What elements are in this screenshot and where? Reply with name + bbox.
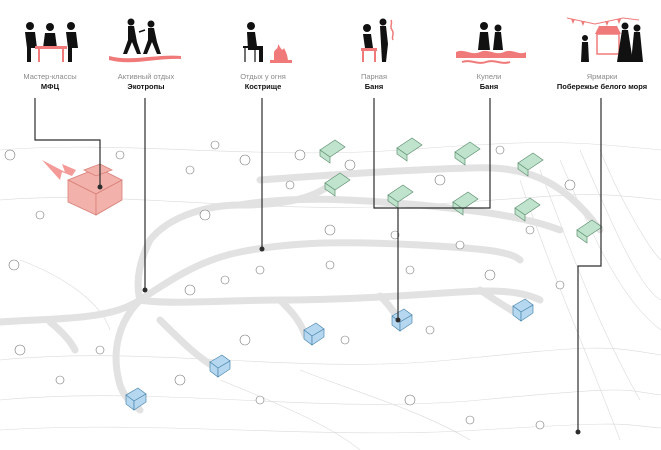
bath-houses-green bbox=[319, 137, 603, 244]
category-active-rest: Активный отдых Экотропы bbox=[86, 14, 206, 92]
category-bathing: Купели Баня bbox=[429, 14, 549, 92]
category-activity-label: Мастер-классы bbox=[23, 72, 77, 81]
workshop-pictogram-icon bbox=[25, 22, 78, 62]
category-workshops: Мастер-классы МФЦ bbox=[0, 14, 110, 92]
bathing-pictogram-icon bbox=[456, 22, 526, 64]
trees bbox=[4, 140, 576, 430]
category-steam-room: Парная Баня bbox=[314, 14, 434, 92]
category-activity-label: Активный отдых bbox=[117, 72, 175, 81]
category-fairs: Ярмарки Побережье белого моря bbox=[542, 14, 661, 92]
category-place-label: Баня bbox=[479, 82, 499, 91]
category-activity-label: Купели bbox=[476, 72, 502, 81]
bath-houses-blue bbox=[125, 298, 534, 411]
category-place-label: Экотропы bbox=[127, 82, 165, 91]
leader-line-ends bbox=[97, 184, 581, 435]
category-activity-label: Ярмарки bbox=[586, 72, 618, 81]
leader-lines bbox=[34, 98, 602, 432]
campfire-pictogram-icon bbox=[243, 22, 292, 63]
mfc-building bbox=[67, 163, 123, 216]
hiking-pictogram-icon bbox=[109, 18, 181, 63]
category-place-label: Баня bbox=[364, 82, 384, 91]
steam-room-pictogram-icon bbox=[361, 18, 394, 62]
fair-pictogram-icon bbox=[566, 17, 643, 62]
category-place-label: Побережье белого моря bbox=[556, 82, 648, 91]
category-activity-label: Парная bbox=[360, 72, 388, 81]
mfc-pointer-arrow bbox=[42, 160, 76, 180]
category-fire-rest: Отдых у огня Кострище bbox=[203, 14, 323, 92]
category-place-label: Кострище bbox=[244, 82, 282, 91]
category-place-label: МФЦ bbox=[40, 82, 60, 91]
category-activity-label: Отдых у огня bbox=[240, 72, 286, 81]
